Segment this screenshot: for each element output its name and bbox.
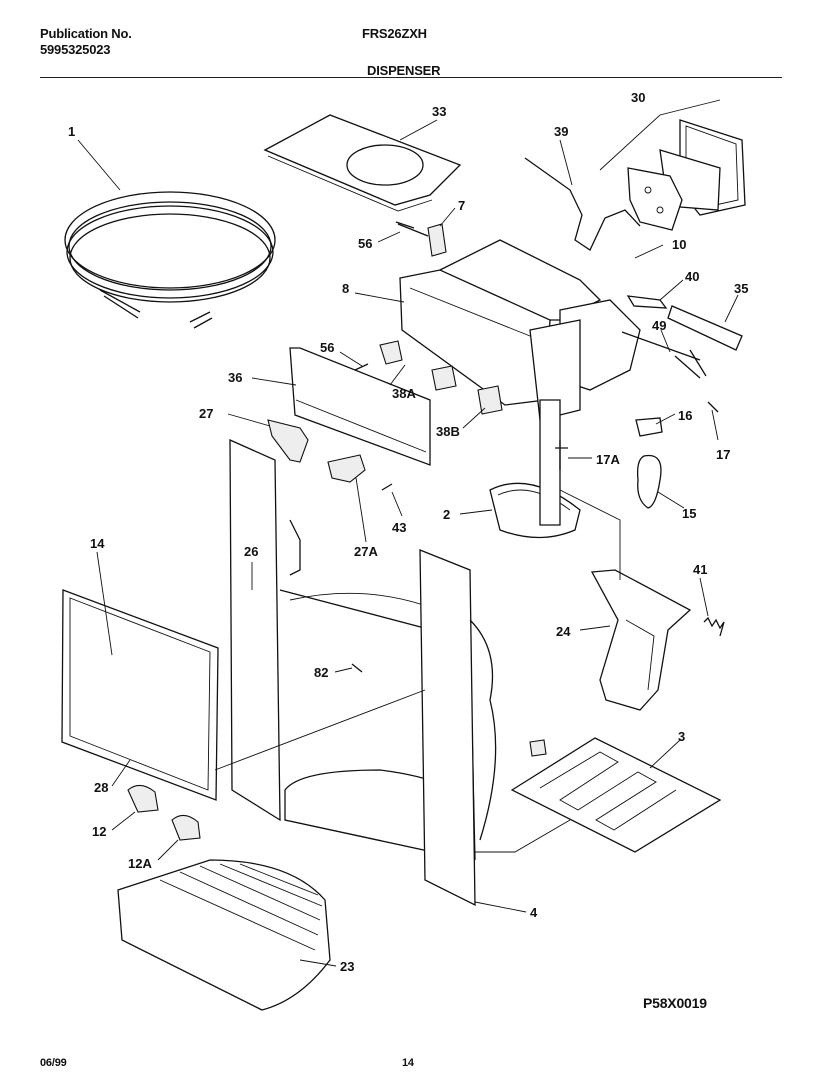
deflector-27A: [327, 454, 366, 483]
callout-28: 28: [94, 780, 108, 795]
mounting-plate: [263, 114, 462, 212]
callout-23: 23: [340, 959, 354, 974]
callout-39: 39: [554, 124, 568, 139]
callout-24: 24: [556, 624, 571, 639]
bracket-27: [267, 419, 309, 463]
callout-3: 3: [678, 729, 685, 744]
publication-number: 5995325023: [40, 42, 111, 57]
callout-49: 49: [652, 318, 666, 333]
callout-27A: 27A: [354, 544, 378, 559]
callout-56-upper: 56: [358, 236, 372, 251]
callout-38A: 38A: [392, 386, 416, 401]
drawing-code: P58X0019: [643, 995, 707, 1011]
callout-43: 43: [392, 520, 406, 535]
footer-date: 06/99: [40, 1057, 67, 1069]
callout-17A: 17A: [596, 452, 620, 467]
callout-36: 36: [228, 370, 242, 385]
callout-26: 26: [244, 544, 258, 559]
callout-30: 30: [631, 90, 645, 105]
callout-12: 12: [92, 824, 106, 839]
light-socket-and-bulb: [635, 417, 663, 509]
drip-tray: [117, 859, 331, 1011]
callout-56-lower: 56: [320, 340, 334, 355]
callout-1: 1: [68, 124, 75, 139]
callout-38B: 38B: [436, 424, 460, 439]
page-number: 14: [402, 1057, 414, 1069]
callout-10: 10: [672, 237, 686, 252]
callout-41: 41: [693, 562, 707, 577]
wire-spring-39: [524, 157, 641, 251]
model-number: FRS26ZXH: [362, 26, 427, 41]
control-panel: [289, 340, 503, 466]
callout-labels: 1 33 39 30 7 56 10 8 40 35 49 56 36 38A …: [68, 90, 748, 974]
callout-8: 8: [342, 281, 349, 296]
dispenser-paddle: [590, 569, 692, 711]
callout-16: 16: [678, 408, 692, 423]
callout-2: 2: [443, 507, 450, 522]
spring-41: [703, 616, 725, 637]
heater-element: [510, 737, 722, 853]
leader-lines: [77, 99, 739, 967]
header-rule: [40, 77, 782, 78]
actuator-arm: [621, 295, 743, 379]
callout-15: 15: [682, 506, 696, 521]
callout-27: 27: [199, 406, 213, 421]
chute-funnel: [489, 399, 581, 539]
bracket-7: [427, 223, 447, 257]
callout-12A: 12A: [128, 856, 152, 871]
callout-17: 17: [716, 447, 730, 462]
callout-33: 33: [432, 104, 446, 119]
tubing-coil: [64, 191, 276, 329]
callout-4: 4: [530, 905, 538, 920]
callout-40: 40: [685, 269, 699, 284]
section-title: DISPENSER: [367, 63, 441, 78]
callout-82: 82: [314, 665, 328, 680]
ice-chute-housing: [399, 239, 641, 421]
clips: [127, 784, 201, 841]
publication-label: Publication No.: [40, 26, 132, 41]
dispenser-frame: [229, 438, 497, 907]
callout-14: 14: [90, 536, 105, 551]
callout-7: 7: [458, 198, 465, 213]
front-panel: [61, 589, 219, 801]
callout-35: 35: [734, 281, 748, 296]
flapper-door-assembly: [627, 119, 746, 231]
